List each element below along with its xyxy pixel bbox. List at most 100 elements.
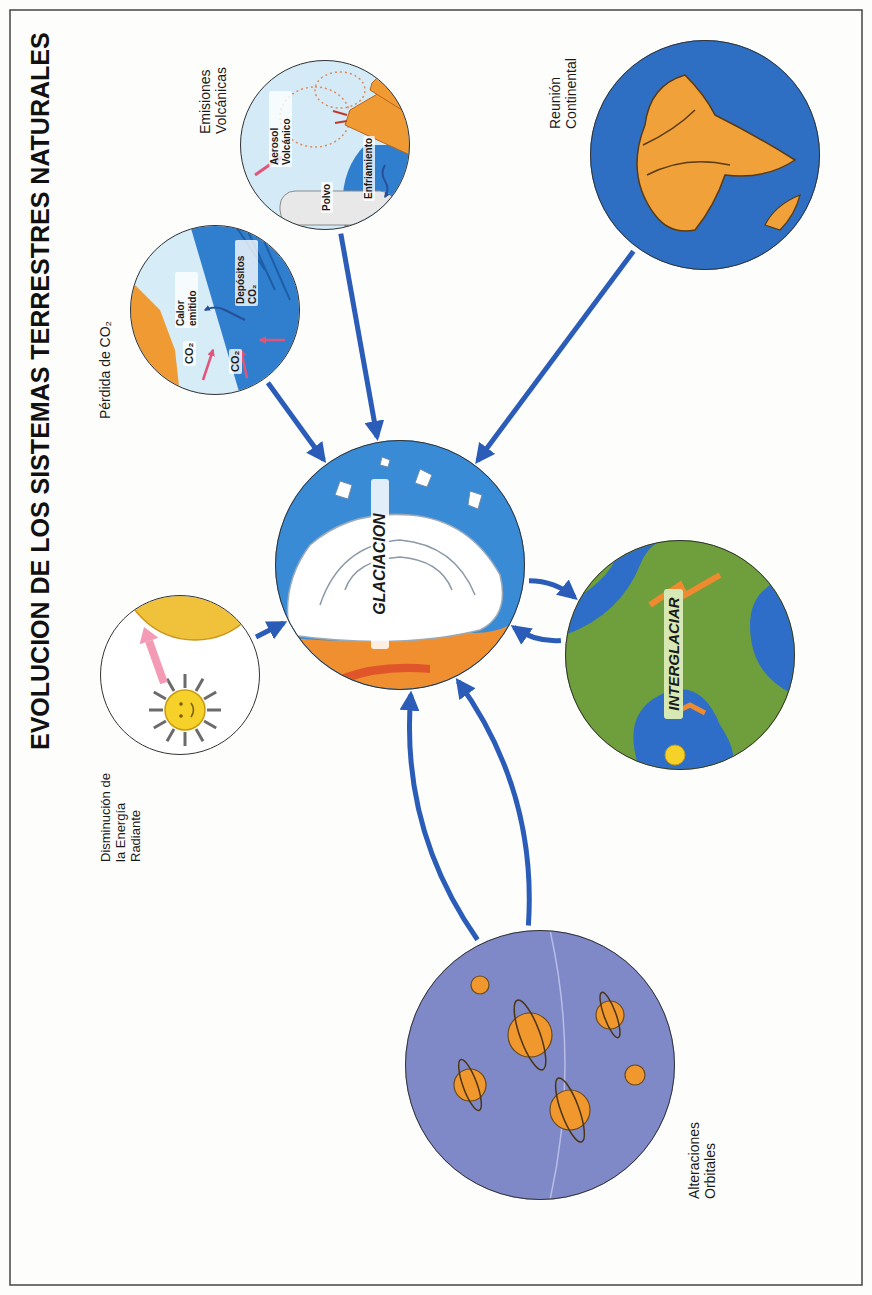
orbits-scene [454, 976, 645, 1130]
volcano-scene [383, 165, 388, 197]
sun-scene [100, 490, 270, 755]
flow-arrow [529, 581, 575, 598]
sun-scene [140, 627, 159, 644]
flow-arrow [409, 695, 477, 940]
glaciation-scene [275, 440, 525, 690]
node-label: Reunión Continental [547, 19, 579, 129]
co2-scene [130, 225, 300, 395]
interglacial-scene [565, 540, 795, 770]
glaciation-scene [345, 557, 452, 590]
co2-scene [190, 225, 300, 395]
interglacial-scene [565, 540, 795, 770]
volcano-scene [240, 60, 410, 230]
co2-scene [130, 225, 300, 395]
node-label: Emisiones Volcánicas [197, 24, 229, 134]
volcano-scene [333, 111, 347, 123]
scene-label: Calor emitido [175, 272, 198, 328]
node-label: Disminución de la Energía Radiante [99, 762, 144, 862]
sun-scene [149, 674, 221, 746]
orbits-scene [550, 930, 565, 1200]
scene-label: CO₂ [183, 341, 196, 366]
glaciation-scene [380, 457, 390, 467]
glaciation-scene [415, 469, 432, 487]
scene-label: Polvo [321, 182, 333, 213]
volcano-scene [280, 191, 395, 225]
orbits-scene [550, 1075, 590, 1145]
continents-scene [590, 40, 820, 270]
continents-scene [647, 162, 730, 175]
sun-scene [149, 641, 164, 683]
sun-scene [120, 490, 270, 746]
sun-scene [120, 490, 270, 640]
glaciation-scene [335, 481, 352, 499]
node-label: Alteraciones Orbitales [686, 1079, 718, 1199]
glaciation-scene [275, 457, 525, 690]
flow-arrow [256, 623, 284, 637]
co2-scene [241, 350, 247, 378]
orbits-scene [405, 930, 675, 1200]
flow-arrow [268, 383, 324, 460]
volcano-scene [370, 60, 410, 115]
sun-scene [165, 690, 205, 730]
interglacial-scene [665, 745, 685, 765]
interglacial-scene [633, 689, 733, 770]
sun-scene [179, 702, 183, 706]
flow-arrow [514, 627, 561, 640]
node-label: INTERGLACIAR [664, 589, 683, 719]
interglacial-scene [750, 575, 795, 695]
orbits-scene [471, 976, 489, 994]
interglacial-circle: INTERGLACIAR [565, 540, 795, 770]
co2-scene [130, 225, 300, 395]
co2-scene [205, 308, 245, 321]
continents-scene [637, 75, 800, 231]
node-label: GLACIACION [371, 479, 389, 649]
glaciation-scene [340, 664, 430, 683]
continents-scene [643, 110, 695, 145]
glaciation-scene [468, 491, 482, 509]
interglacial-scene [650, 575, 720, 605]
co2-scene [260, 339, 285, 342]
glaciation-scene [288, 514, 503, 641]
glaciation-scene [275, 440, 525, 690]
scene-label: Depósitos CO₂ [235, 240, 258, 306]
volcano-scene [240, 60, 410, 230]
orbits-scene [625, 1065, 645, 1085]
interglacial-scene [565, 540, 795, 770]
flow-arrow [458, 681, 529, 925]
volcano-circle: Emisiones VolcánicasAerosol VolcánicoPol… [240, 60, 410, 230]
interglacial-scene [565, 540, 670, 635]
scene-label: Enfriamiento [363, 136, 375, 201]
continents-circle: Reunión Continental [590, 40, 820, 270]
sun-scene [191, 703, 194, 717]
scene-label: Aerosol Volcánico [269, 91, 292, 167]
glaciation-circle: GLACIACION [275, 440, 525, 690]
continents-scene [637, 75, 795, 231]
co2-circle: Pérdida de CO₂CO₂Calor emitidoCO₂Depósit… [130, 225, 300, 395]
sun-scene [179, 714, 183, 718]
orbits-scene [508, 997, 552, 1073]
glaciation-scene [320, 540, 475, 605]
continents-scene [765, 195, 800, 230]
page-frame [10, 10, 862, 1285]
volcano-scene [315, 72, 365, 108]
orbits-scene [596, 990, 624, 1039]
flow-arrow [341, 234, 377, 437]
title-text: EVOLUCION DE LOS SISTEMAS TERRESTRES NAT… [26, 32, 55, 750]
orbits-scene [454, 930, 645, 1200]
flow-arrow [478, 251, 634, 460]
node-label: Pérdida de CO₂ [97, 321, 113, 419]
orbits-scene [454, 990, 624, 1145]
co2-scene [130, 280, 180, 395]
continents-scene [590, 40, 820, 270]
orbits-scene [405, 930, 675, 1200]
co2-scene [203, 350, 213, 380]
scene-label: CO₂ [229, 349, 242, 374]
volcano-scene [255, 60, 410, 230]
orbits-circle: Alteraciones Orbitales [405, 930, 675, 1200]
orbits-scene [454, 1057, 486, 1113]
